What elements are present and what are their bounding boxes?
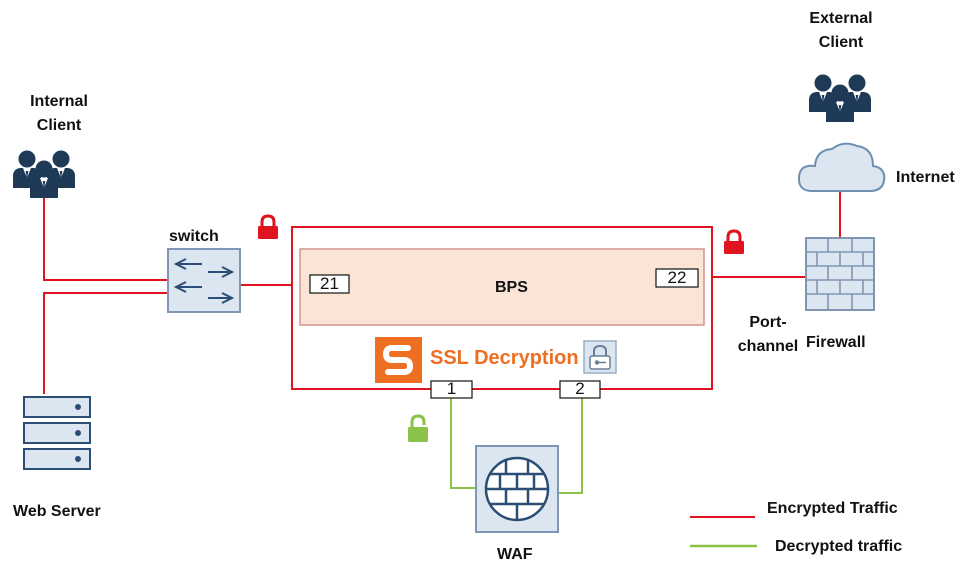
port-channel-label: Port- channel — [737, 314, 799, 355]
unlock-icon — [406, 414, 430, 444]
link-internal-client-switch — [43, 188, 168, 281]
server-rack-icon — [23, 396, 91, 470]
external-client-users-icon — [809, 75, 871, 123]
port-2-label: 2 — [575, 379, 585, 398]
bps-module[interactable] — [299, 248, 705, 326]
firewall-label: Firewall — [806, 334, 866, 351]
port-21-box[interactable] — [309, 274, 350, 294]
web-server-label: Web Server — [13, 503, 101, 520]
link-port2-waf — [558, 397, 583, 494]
encrypted-links — [43, 188, 841, 394]
decrypted-links — [450, 397, 583, 494]
ssl-keyhole-lock-icon — [583, 340, 617, 374]
internal-client-label: Internal Client — [30, 93, 88, 134]
internet-label: Internet — [896, 169, 955, 186]
bps-label: BPS — [495, 279, 528, 296]
port-22-box[interactable] — [655, 268, 699, 288]
firewall-brick-icon — [805, 237, 875, 311]
port-1-box[interactable] — [430, 380, 473, 399]
switch-arrows-icon[interactable] — [167, 248, 241, 313]
link-port1-waf — [450, 397, 476, 489]
waf-brick-globe-icon[interactable] — [475, 445, 559, 533]
lock-icon — [722, 229, 746, 256]
link-webserver-switch — [43, 292, 168, 394]
ssl-logo-icon — [375, 337, 422, 383]
port-22-label: 22 — [667, 268, 687, 287]
waf-label: WAF — [497, 546, 533, 563]
legend-encrypted-label: Encrypted Traffic — [767, 500, 898, 517]
lock-icon — [256, 214, 280, 241]
port-21-label: 21 — [320, 274, 339, 293]
port-2-box[interactable] — [559, 380, 601, 399]
external-client-label: External Client — [809, 10, 873, 51]
switch-label: switch — [169, 228, 219, 245]
internal-client-users-icon — [13, 151, 75, 199]
cloud-icon — [797, 142, 886, 192]
legend-decrypted-label: Decrypted traffic — [775, 538, 903, 555]
port-1-label: 1 — [446, 379, 457, 398]
ssl-decryption-label: SSL Decryption — [430, 347, 579, 369]
